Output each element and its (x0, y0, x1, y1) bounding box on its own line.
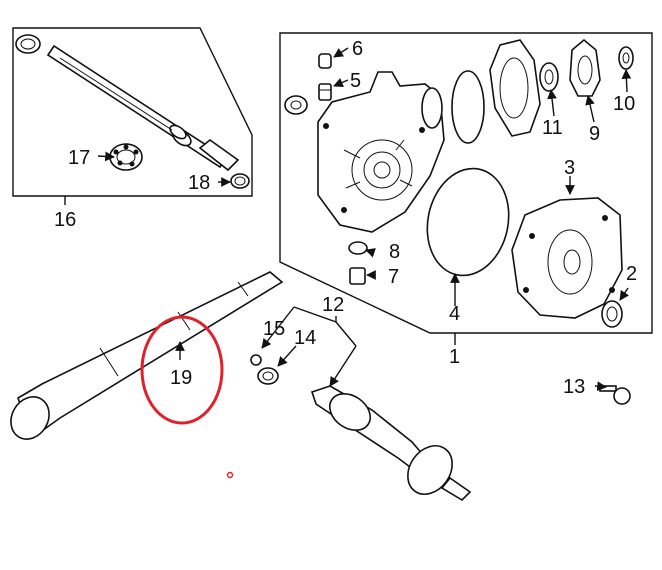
callout-19: 19 (170, 367, 192, 389)
callout-14: 14 (294, 327, 316, 349)
red-marker-dot (226, 471, 234, 479)
seal-10-part (618, 46, 634, 70)
bearing-17-part (109, 143, 143, 171)
seal-2-part (601, 300, 623, 328)
axle-shaft-part (46, 44, 240, 172)
callout-16: 16 (54, 209, 76, 231)
cv-axle-12-part (310, 385, 472, 502)
housing-seal-part (284, 95, 308, 115)
bolt-13-part (599, 385, 631, 405)
callout-18: 18 (188, 172, 210, 194)
snap-ring-18-part (230, 173, 250, 189)
seal-11-part (539, 62, 559, 92)
callout-17: 17 (68, 147, 90, 169)
highlight-circle (140, 315, 224, 425)
callout-9: 9 (589, 123, 600, 145)
cover-3-part (511, 197, 623, 319)
leader-lines (97, 47, 632, 392)
differential-housing-part (317, 71, 445, 233)
washer-14-part (257, 367, 279, 385)
differential-box (279, 32, 653, 345)
callout-3: 3 (564, 157, 575, 179)
o-ring-part (451, 70, 485, 144)
callout-6: 6 (352, 38, 363, 60)
callout-8: 8 (389, 241, 400, 263)
callout-1: 1 (449, 346, 460, 368)
callout-13: 13 (563, 376, 585, 398)
breather-5-part (318, 83, 332, 101)
callout-12: 12 (322, 294, 344, 316)
bracket-12 (261, 306, 357, 387)
seal-part (15, 34, 41, 54)
callout-5: 5 (350, 70, 361, 92)
kit-16-box (12, 27, 253, 205)
cap-6-part (318, 53, 332, 69)
callout-2: 2 (626, 263, 637, 285)
flange-9-part (569, 38, 601, 97)
callout-4: 4 (449, 303, 460, 325)
gasket-4-part (426, 167, 510, 277)
drive-shaft-19-part (10, 271, 284, 440)
callout-11: 11 (542, 117, 563, 139)
callout-15: 15 (263, 318, 285, 340)
washer-8-part (348, 241, 368, 255)
plug-7-part (349, 267, 366, 285)
callout-10: 10 (613, 93, 635, 115)
callout-7: 7 (388, 266, 399, 288)
callout-labels: 1 2 3 4 5 6 7 8 9 10 11 12 13 14 15 16 1… (54, 38, 637, 398)
clip-15-part (250, 354, 262, 366)
gasket-plate-part (489, 39, 541, 137)
